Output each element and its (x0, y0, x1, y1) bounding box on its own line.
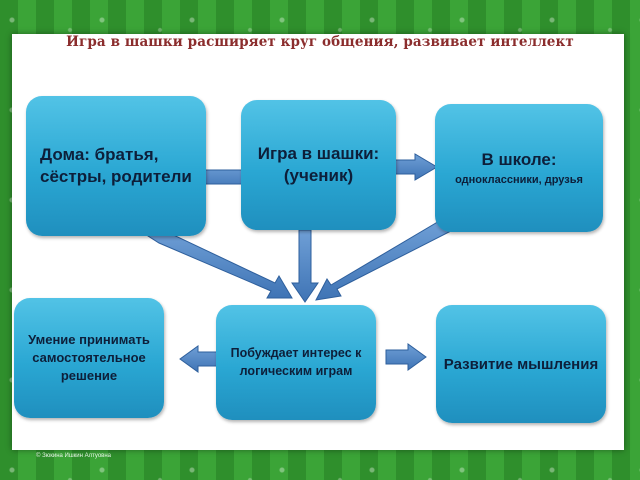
footer-credit: © Зюкина Ишкин Алтуовна (36, 453, 112, 459)
box-school: В школе: одноклассники, друзья (435, 104, 603, 232)
arrow-interest-to-thinking (385, 343, 427, 371)
box-decision: Умение принимать самостоятельное решение (14, 298, 164, 418)
box-thinking: Развитие мышления (436, 305, 606, 423)
box-decision-line2: самостоятельное (32, 349, 146, 365)
box-home-line1: Дома: братья, (40, 144, 159, 164)
box-decision-line1: Умение принимать (28, 331, 150, 347)
slide-title: Игра в шашки расширяет круг общения, раз… (66, 34, 574, 50)
box-interest-line1: Побуждает интерес к (230, 346, 362, 360)
box-center: Игра в шашки: (ученик) (241, 100, 396, 230)
box-home: Дома: братья, сёстры, родители (26, 96, 206, 236)
arrow-school-to-interest (315, 219, 452, 301)
box-school-head: В школе: (481, 150, 557, 169)
box-interest-line2: логическим играм (239, 363, 353, 378)
box-center-line1: Игра в шашки: (257, 143, 380, 163)
arrow-center-to-interest (291, 229, 319, 303)
box-thinking-line1: Развитие мышления (443, 355, 599, 373)
box-decision-line3: решение (60, 368, 118, 384)
arrow-home-to-interest (146, 229, 293, 299)
box-home-line2: сёстры, родители (40, 167, 192, 186)
box-center-line2: (ученик) (283, 166, 354, 185)
box-school-sub: одноклассники, друзья (455, 174, 583, 186)
box-interest: Побуждает интерес к логическим играм (216, 305, 376, 420)
